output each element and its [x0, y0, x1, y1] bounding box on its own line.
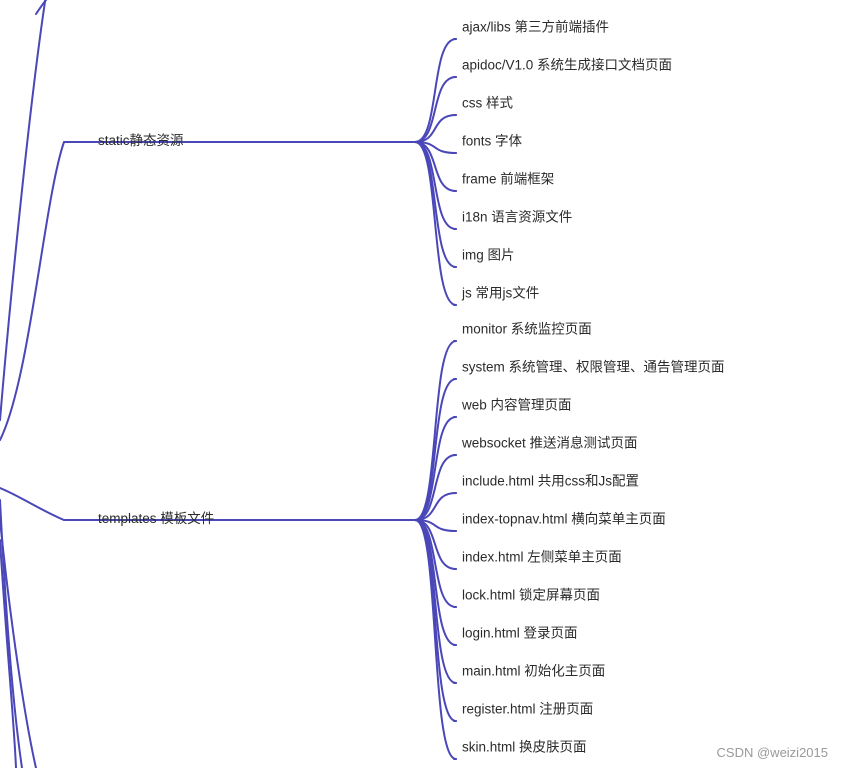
child-node[interactable]: skin.html 换皮肤页面: [462, 740, 587, 755]
child-node[interactable]: web 内容管理页面: [461, 397, 572, 413]
child-node[interactable]: frame 前端框架: [462, 171, 554, 187]
child-node[interactable]: include.html 共用css和Js配置: [462, 474, 639, 489]
child-node[interactable]: system 系统管理、权限管理、通告管理页面: [462, 359, 725, 375]
mindmap-labels: static静态资源 ajax/libs 第三方前端插件 apidoc/V1.0 系…: [98, 19, 725, 755]
child-edge-0-5: [414, 141, 457, 230]
child-edge-0-1: [414, 76, 457, 143]
child-node[interactable]: register.html 注册页面: [462, 702, 593, 717]
child-node[interactable]: index.html 左侧菜单主页面: [462, 550, 622, 565]
child-node[interactable]: websocket 推送消息测试页面: [461, 435, 638, 451]
child-edge-1-3: [414, 454, 457, 521]
child-node[interactable]: lock.html 锁定屏幕页面: [462, 588, 600, 603]
root-edge-lower-2: [0, 519, 37, 768]
child-node[interactable]: login.html 登录页面: [462, 626, 578, 641]
child-node[interactable]: css 样式: [462, 96, 514, 111]
child-node[interactable]: img 图片: [462, 248, 515, 263]
child-node[interactable]: js 常用js文件: [461, 286, 539, 301]
child-edge-0-6: [414, 141, 457, 268]
root-edge-templates: [0, 487, 65, 521]
watermark: CSDN @weizi2015: [716, 745, 828, 760]
root-edge-lower-3: [0, 539, 17, 768]
child-edge-0-0: [414, 38, 457, 143]
group-templates[interactable]: templates 模板文件: [98, 511, 214, 526]
child-edge-1-10: [414, 519, 457, 722]
child-edge-0-2: [414, 114, 457, 143]
child-edge-1-4: [414, 492, 457, 521]
root-edge-lower-1: [0, 499, 23, 768]
child-node[interactable]: index-topnav.html 横向菜单主页面: [462, 512, 666, 527]
child-edge-1-2: [414, 416, 457, 521]
child-node[interactable]: monitor 系统监控页面: [462, 322, 592, 337]
child-node[interactable]: main.html 初始化主页面: [462, 663, 605, 679]
root-edge-top: [35, 0, 48, 15]
mindmap-edges: [0, 0, 457, 768]
group-static[interactable]: static静态资源: [98, 133, 184, 148]
child-node[interactable]: ajax/libs 第三方前端插件: [462, 19, 609, 35]
child-node[interactable]: fonts 字体: [462, 134, 523, 149]
child-edge-0-7: [414, 141, 457, 306]
child-edge-1-1: [414, 378, 457, 521]
child-node[interactable]: apidoc/V1.0 系统生成接口文档页面: [462, 57, 672, 73]
root-edge-upper: [0, 0, 47, 421]
child-edge-1-11: [414, 519, 457, 760]
child-edge-1-7: [414, 519, 457, 608]
child-node[interactable]: i18n 语言资源文件: [462, 210, 572, 225]
root-edge-static: [0, 141, 65, 441]
